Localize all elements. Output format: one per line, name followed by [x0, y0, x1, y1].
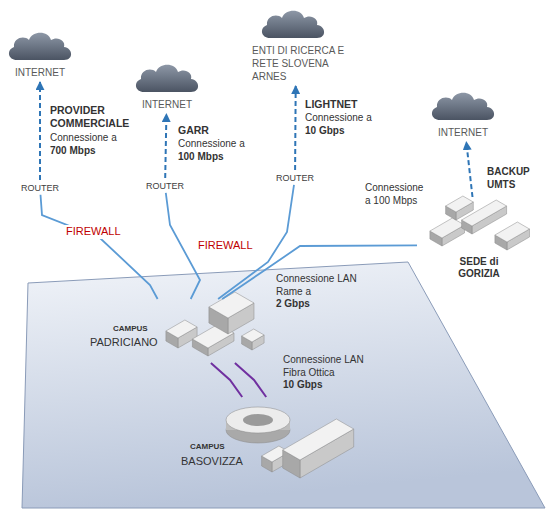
basovizza-ring: [226, 407, 290, 443]
connection-label: GARR: [178, 124, 209, 137]
connection-label: 10 Gbps: [305, 125, 344, 138]
cloud-shape: [132, 60, 202, 94]
cloud-shape: [5, 28, 75, 62]
connection-label: 100 Mbps: [178, 151, 224, 164]
uplink-arrow: [295, 86, 297, 170]
site-name: SEDE di GORIZIA: [448, 256, 510, 280]
connector-line: [294, 86, 297, 170]
network-link: [222, 245, 417, 299]
connector-line: [211, 363, 242, 397]
building-face: [495, 222, 530, 242]
connection-label: 2 Gbps: [276, 298, 310, 311]
connector-line: [235, 363, 266, 397]
connection-label: 700 Mbps: [50, 145, 96, 158]
connection-label: BACKUP UMTS: [487, 166, 539, 191]
connection-label: Connessione a: [305, 112, 372, 125]
cloud-node: INTERNET: [132, 60, 202, 111]
connector-line: [39, 82, 41, 180]
site-node: SEDE di GORIZIA: [418, 200, 538, 290]
campus-platform: [22, 262, 545, 508]
connector-line: [165, 114, 166, 178]
connector-line: [41, 195, 158, 299]
firewall-label: FIREWALL: [64, 225, 123, 239]
cloud-shape: [428, 88, 498, 122]
cloud-label: INTERNET: [428, 126, 498, 139]
router-label: ROUTER: [146, 181, 184, 192]
connection-label: Connessione a: [178, 138, 245, 151]
connection-label: 10 Gbps: [283, 379, 322, 392]
connection-label: Connessione a 100 Mbps: [365, 182, 431, 207]
cloud-node: INTERNET: [428, 88, 498, 139]
firewall-label: FIREWALL: [196, 239, 255, 253]
connector-line: [466, 142, 472, 197]
router-node: ROUTER: [146, 181, 184, 192]
cloud-label: INTERNET: [132, 98, 202, 111]
building-face: [166, 320, 197, 338]
network-link: [41, 195, 158, 299]
router-node: ROUTER: [276, 173, 314, 184]
building-face: [283, 419, 354, 460]
cloud-node: ENTI DI RICERCA E RETE SLOVENA ARNES: [240, 6, 352, 83]
connector-line: [166, 193, 200, 299]
router-label: ROUTER: [276, 173, 314, 184]
building-face: [430, 218, 465, 238]
fiber-link: [211, 363, 266, 397]
cloud-shape: [258, 6, 328, 40]
building-face: [209, 292, 254, 318]
uplink-arrow: [40, 82, 41, 180]
connector-line: [222, 245, 417, 299]
cloud-label: INTERNET: [5, 66, 75, 79]
campus-kicker: CAMPUS: [190, 442, 225, 452]
network-link: [166, 193, 200, 299]
connection-label: Connessione LAN Fibra Ottica: [283, 354, 373, 379]
connection-label: LIGHTNET: [305, 98, 358, 111]
connection-label: Connessione a: [50, 132, 117, 145]
uplink-arrow: [466, 142, 472, 197]
router-node: ROUTER: [21, 183, 59, 194]
buildings: [166, 196, 530, 478]
building-face: [446, 196, 474, 212]
campus-node: CAMPUS BASOVIZZA: [178, 398, 368, 482]
campus-node: CAMPUS PADRICIANO: [85, 300, 265, 362]
campus-kicker: CAMPUS: [113, 324, 148, 334]
router-label: ROUTER: [21, 183, 59, 194]
cloud-node: INTERNET: [5, 28, 75, 79]
connection-label: PROVIDER COMMERCIALE: [50, 104, 140, 130]
building-face: [242, 329, 265, 342]
campus-name: BASOVIZZA: [181, 455, 243, 468]
cloud-label: ENTI DI RICERCA E RETE SLOVENA ARNES: [240, 44, 352, 83]
connection-label: Connessione LAN Rame a: [276, 273, 366, 298]
uplink-arrow: [165, 114, 166, 178]
campus-name: PADRICIANO: [90, 336, 158, 349]
